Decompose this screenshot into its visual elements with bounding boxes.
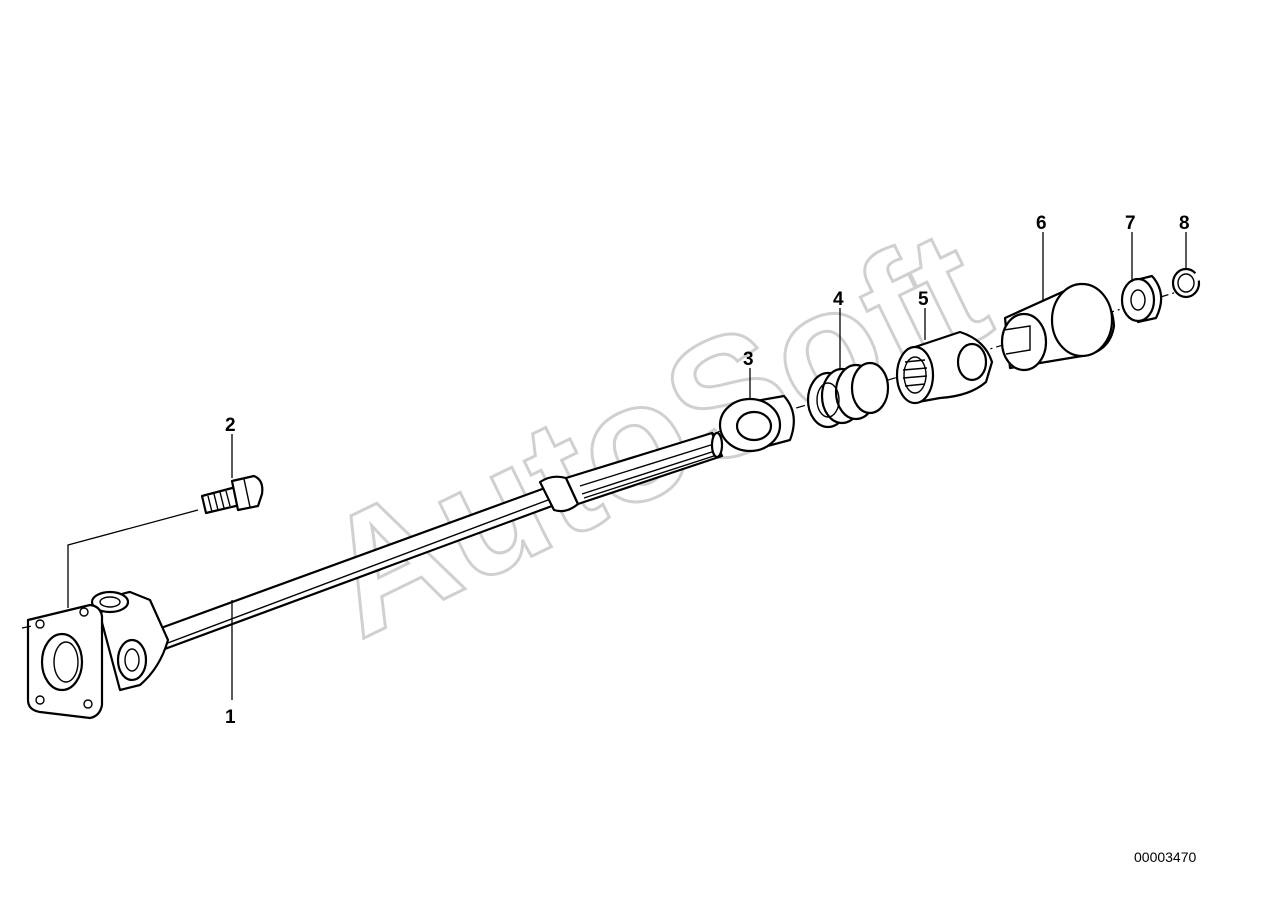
watermark: AutoSoft — [293, 193, 1013, 673]
part-8-circlip — [1171, 267, 1201, 299]
part-6-sleeve — [1000, 282, 1116, 372]
part-2-bolt — [67, 474, 264, 608]
part-3-bushing — [718, 394, 795, 453]
callout-5: 5 — [918, 289, 929, 310]
callout-7: 7 — [1125, 213, 1136, 234]
part-4-spring — [806, 361, 890, 429]
callout-4: 4 — [833, 289, 844, 310]
part-5-coupling — [895, 330, 994, 405]
document-number: 00003470 — [1134, 849, 1197, 865]
leader-lines — [231, 232, 1187, 700]
callout-8: 8 — [1179, 213, 1190, 234]
callout-6: 6 — [1036, 213, 1047, 234]
callout-1: 1 — [225, 707, 236, 728]
part-1-steering-shaft — [21, 431, 724, 720]
callout-2: 2 — [225, 415, 236, 436]
part-7-washer — [1120, 274, 1163, 324]
callout-3: 3 — [743, 349, 754, 370]
